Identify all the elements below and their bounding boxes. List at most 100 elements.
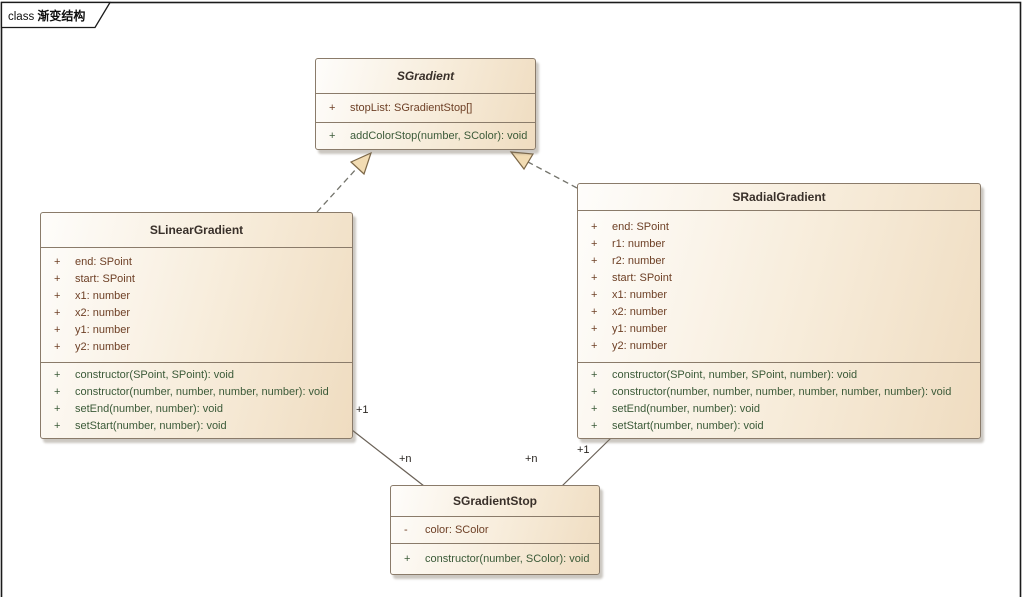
class-name: SGradient (396, 69, 455, 83)
member-signature: y1: number (75, 324, 131, 336)
member-row: +start: SPoint (41, 271, 352, 288)
member-row: + x2: number (578, 304, 980, 321)
member-signature: stopList: SGradientStop[] (350, 101, 473, 114)
member-signature: addColorStop(number, SColor): void (350, 129, 528, 142)
member-row: + r2: number (578, 253, 980, 270)
member-signature: setEnd(number, number): void (612, 402, 760, 415)
visibility-marker: - (404, 523, 408, 536)
visibility-marker: + (329, 101, 336, 114)
visibility-marker: + (54, 324, 61, 336)
member-signature: r1: number (612, 237, 666, 250)
visibility-marker: + (591, 402, 598, 415)
member-signature: x2: number (612, 305, 668, 318)
member-row: + x1: number (41, 288, 352, 305)
visibility-marker: + (591, 322, 598, 335)
visibility-marker: + (591, 368, 598, 381)
visibility-marker: + (591, 271, 598, 284)
member-signature: r2: number (612, 254, 666, 267)
member-row: + constructor(SPoint, number, SPoint, num… (578, 367, 980, 384)
member-row: + y1: number (578, 321, 980, 338)
member-signature: start: SPoint (75, 273, 135, 285)
class-box-sradialgradient[interactable]: SRadialGradient +end: SPoint+r1: number+… (577, 183, 981, 439)
class-box-slineargradient[interactable]: SLinearGradient +end: SPoint+start: SPoi… (40, 212, 353, 439)
realization-linear-line (316, 167, 358, 213)
visibility-marker: + (591, 385, 598, 398)
member-signature: x1: number (612, 288, 668, 301)
member-signature: end: SPoint (612, 220, 669, 233)
operations-section: + constructor(number, SColor): void (391, 543, 599, 574)
member-row: + constructor(number, SColor): void (391, 551, 599, 568)
operations-section: + constructor(SPoint, SPoint): void + const… (41, 362, 352, 438)
member-signature: constructor(number, SColor): void (425, 552, 590, 565)
member-row: - color: SColor (391, 522, 599, 539)
member-signature: start: SPoint (612, 271, 672, 284)
member-row: + end: SPoint (578, 219, 980, 236)
member-signature: y1: number (612, 322, 668, 335)
visibility-marker: + (54, 402, 61, 415)
visibility-marker: + (54, 385, 61, 398)
member-signature: y2: number (75, 341, 131, 353)
member-signature: setStart(number, number): void (612, 419, 764, 432)
diagram-tab-title: 渐变结构 (37, 9, 86, 23)
visibility-marker: + (591, 254, 598, 267)
attributes-section: + stopList: SGradientStop[] (316, 93, 535, 122)
visibility-marker: + (591, 237, 598, 250)
multiplicity-label: +1 (577, 444, 590, 456)
attributes-section: - color: SColor (391, 516, 599, 543)
visibility-marker: + (404, 552, 411, 565)
member-signature: end: SPoint (75, 256, 132, 268)
multiplicity-label: +n (525, 453, 538, 465)
attributes-section: +end: SPoint+start: SPoint+x1: number+x2… (41, 247, 352, 362)
member-signature: constructor(SPoint, number, SPoint, numb… (612, 368, 858, 381)
member-signature: x1: number (75, 290, 131, 302)
member-row: + setEnd(number, number): void (578, 401, 980, 418)
member-row: + end: SPoint (41, 254, 352, 271)
class-name: SRadialGradient (732, 190, 826, 204)
operations-section: + addColorStop(number, SColor): void (316, 122, 535, 149)
member-signature: y2: number (612, 339, 668, 352)
member-row: + y2: number (578, 338, 980, 355)
diagram-tab-keyword: class (8, 11, 35, 23)
visibility-marker: + (54, 341, 61, 353)
member-row: + x2: number (41, 305, 352, 322)
visibility-marker: + (591, 288, 598, 301)
member-row: + r1: number (578, 236, 980, 253)
visibility-marker: + (591, 220, 598, 233)
member-signature: constructor(SPoint, SPoint): void (75, 368, 234, 381)
association-linear-stop-line (351, 429, 425, 487)
member-signature: x2: number (75, 307, 131, 319)
member-row: + start: SPoint (578, 270, 980, 287)
realization-radial-line (527, 161, 578, 189)
visibility-marker: + (54, 290, 61, 302)
visibility-marker: + (591, 339, 598, 352)
member-row: +setStart(number, number): void (578, 418, 980, 435)
multiplicity-label: +1 (356, 404, 369, 416)
multiplicity-label: +n (399, 453, 412, 465)
member-row: + constructor(number, number, number, num… (578, 384, 980, 401)
member-row: + constructor(number, number, number, num… (41, 384, 352, 401)
visibility-marker: + (54, 307, 61, 319)
visibility-marker: + (54, 256, 61, 268)
visibility-marker: + (54, 419, 61, 432)
member-signature: setStart(number, number): void (75, 419, 227, 432)
member-row: + y2: number (41, 339, 352, 356)
attributes-section: + end: SPoint + r1: number + r2: number + start… (578, 210, 980, 362)
member-row: + setEnd(number, number): void (41, 401, 352, 418)
member-signature: setEnd(number, number): void (75, 402, 223, 415)
class-box-sgradientstop[interactable]: SGradientStop - color: SColor + constructo… (390, 485, 600, 575)
visibility-marker: + (329, 129, 336, 142)
member-row: + constructor(SPoint, SPoint): void (41, 367, 352, 384)
member-row: + stopList: SGradientStop[] (316, 100, 535, 117)
visibility-marker: + (54, 368, 61, 381)
member-signature: constructor(number, number, number, numb… (75, 385, 329, 398)
class-name: SLinearGradient (149, 223, 244, 237)
operations-section: + constructor(SPoint, number, SPoint, num… (578, 362, 980, 438)
class-name: SGradientStop (452, 494, 537, 508)
member-row: + setStart(number, number): void (41, 418, 352, 435)
member-signature: color: SColor (425, 523, 489, 536)
class-box-sgradient[interactable]: SGradient + stopList: SGradientStop[] + ad… (315, 58, 536, 150)
member-row: + x1: number (578, 287, 980, 304)
realization-radial-arrowhead-icon (509, 151, 535, 171)
visibility-marker: + (591, 305, 598, 318)
member-signature: constructor(number, number, number, numb… (612, 385, 952, 398)
